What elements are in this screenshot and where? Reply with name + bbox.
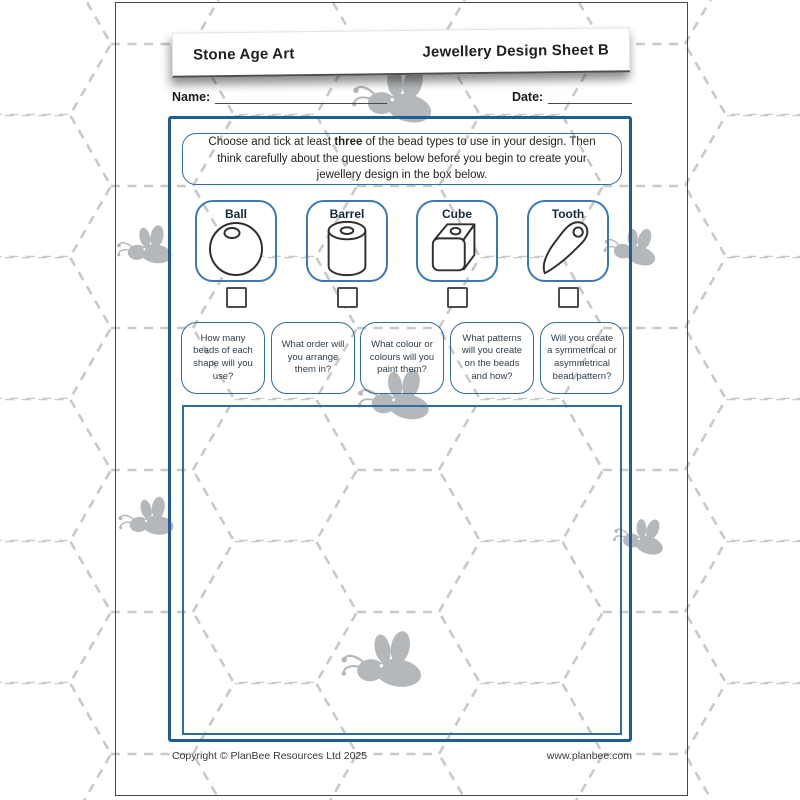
page-footer: Copyright © PlanBee Resources Ltd 2025 w…: [172, 750, 632, 762]
name-field[interactable]: [215, 89, 387, 104]
activity-box: Choose and tick at least three of the be…: [168, 116, 632, 742]
question-bubble: How many beads of each shape will you us…: [181, 322, 265, 394]
question-bubble: Will you create a symmetrical or asymmet…: [540, 322, 624, 394]
question-text: What colour or colours will you paint th…: [369, 339, 435, 376]
cube-bead-icon: [431, 223, 476, 272]
bead-card-ball: Ball: [195, 200, 277, 282]
date-label: Date:: [511, 90, 544, 104]
sheet-title: Jewellery Design Sheet B: [422, 40, 610, 61]
ball-bead-icon: [209, 222, 263, 276]
name-label: Name:: [172, 90, 211, 104]
tooth-checkbox[interactable]: [557, 287, 579, 308]
barrel-checkbox[interactable]: [336, 287, 358, 308]
question-text: How many beads of each shape will you us…: [193, 332, 253, 382]
unit-title: Stone Age Art: [192, 44, 295, 64]
question-bubble: What order will you arrange them in?: [271, 322, 355, 394]
tooth-bead-icon: [542, 221, 589, 275]
cube-checkbox[interactable]: [446, 287, 468, 308]
name-date-row: Name: Date:: [172, 89, 632, 104]
bead-label: Cube: [442, 207, 472, 221]
barrel-bead-icon: [327, 220, 367, 277]
design-area[interactable]: [182, 405, 622, 735]
question-text: What patterns will you create on the bea…: [461, 332, 523, 382]
bead-card-tooth: Tooth: [527, 200, 609, 282]
bead-label: Ball: [224, 207, 247, 221]
bead-label: Tooth: [551, 207, 585, 221]
bead-card-cube: Cube: [416, 200, 498, 282]
date-field[interactable]: [548, 89, 632, 104]
question-text: Will you create a symmetrical or asymmet…: [547, 332, 617, 382]
question-text: What order will you arrange them in?: [281, 339, 345, 376]
instructions-text: Choose and tick at least three of the be…: [208, 136, 596, 182]
ball-checkbox[interactable]: [225, 287, 247, 308]
question-bubble: What colour or colours will you paint th…: [360, 322, 444, 394]
title-banner: Stone Age Art Jewellery Design Sheet B: [171, 27, 631, 78]
bead-card-barrel: Barrel: [306, 200, 388, 282]
copyright-text: Copyright © PlanBee Resources Ltd 2025: [172, 750, 368, 762]
bead-label: Barrel: [329, 207, 365, 221]
question-bubble: What patterns will you create on the bea…: [450, 322, 534, 394]
worksheet-page: Stone Age Art Jewellery Design Sheet B N…: [115, 2, 688, 796]
website-link[interactable]: www.planbee.com: [546, 750, 632, 762]
instructions-box: Choose and tick at least three of the be…: [182, 133, 622, 185]
